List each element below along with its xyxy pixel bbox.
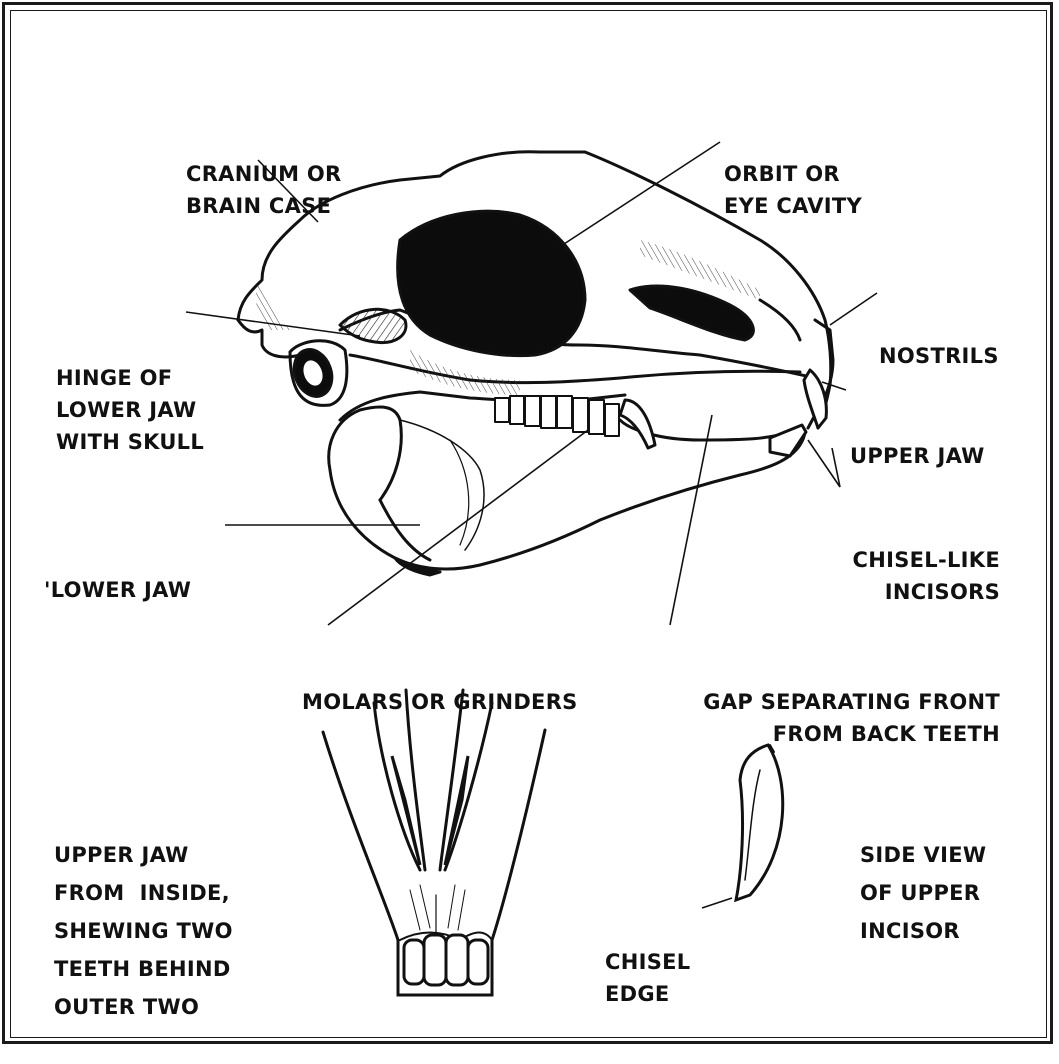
label-lower-jaw: 'LOWER JAW [44,510,191,638]
label-molars: MOLARS OR GRINDERS [302,622,578,750]
